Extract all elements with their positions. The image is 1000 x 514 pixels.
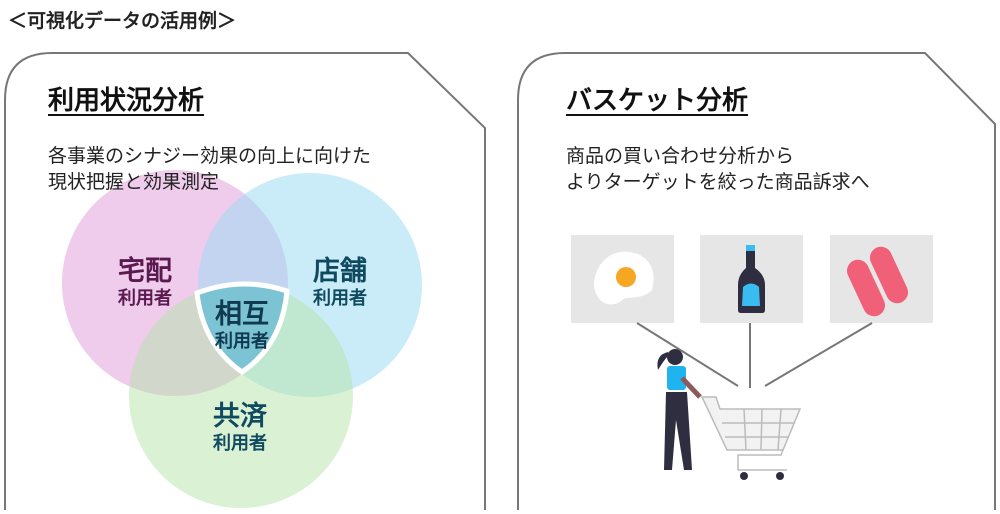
venn-label-mutual-aid: 共済 利用者 [213, 401, 267, 453]
cart-icon [700, 396, 802, 471]
usage-analysis-title: 利用状況分析 [48, 85, 205, 115]
left-panel-frame [4, 52, 486, 510]
cart-wheel [740, 472, 748, 480]
description-line: 各事業のシナジー効果の向上に向けた [48, 146, 372, 167]
venn-label-delivery: 宅配 利用者 [118, 256, 172, 308]
venn-center-region [194, 281, 290, 376]
venn-label-cross-use: 相互 利用者 [215, 299, 269, 351]
usage-analysis-description: 各事業のシナジー効果の向上に向けた 現状把握と効果測定 [48, 144, 371, 196]
venn-circle-mutual-aid [129, 284, 353, 508]
right-panel-frame [517, 52, 996, 510]
basket-analysis-description: 商品の買い合わせ分析から よりターゲットを絞った商品訴求へ [566, 144, 870, 196]
description-line: 現状把握と効果測定 [48, 172, 220, 193]
venn-diagram [62, 170, 422, 508]
page-title: ＜可視化データの活用例＞ [8, 11, 237, 32]
venn-label-store: 店舗 利用者 [313, 256, 367, 308]
bottle-icon [738, 245, 765, 313]
shopper-icon [657, 349, 702, 470]
description-line: 商品の買い合わせ分析から [566, 146, 795, 167]
cart-wheel [776, 472, 784, 480]
basket-illustration [571, 235, 933, 480]
basket-analysis-title: バスケット分析 [566, 85, 749, 115]
description-line: よりターゲットを絞った商品訴求へ [566, 172, 870, 193]
sausage-icon [846, 246, 909, 317]
